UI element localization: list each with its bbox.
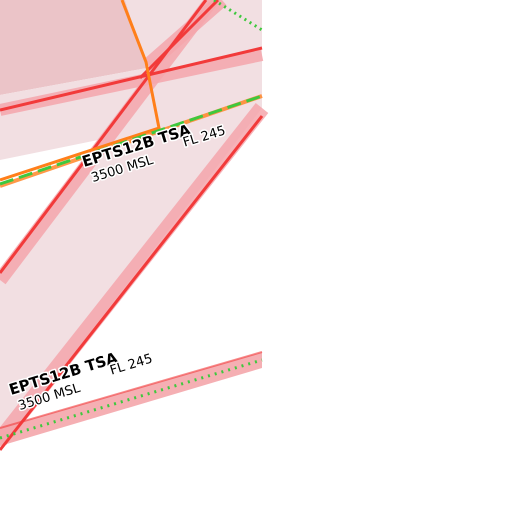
tsa-edge-top-right: [138, 0, 220, 80]
green-dashed-boundary: [0, 94, 263, 186]
tsa-edge-diagonal-right: [0, 115, 264, 451]
tsa-edge-lower-strip: [0, 351, 263, 429]
tsa-band-edge-diagonal-right: [0, 103, 269, 445]
tsa-lower-strip-fill[interactable]: [0, 352, 262, 446]
tsa-upper-block-fill[interactable]: [0, 0, 147, 95]
orange-boundary: [0, 0, 161, 182]
tsa-edge-upper: [0, 46, 263, 112]
